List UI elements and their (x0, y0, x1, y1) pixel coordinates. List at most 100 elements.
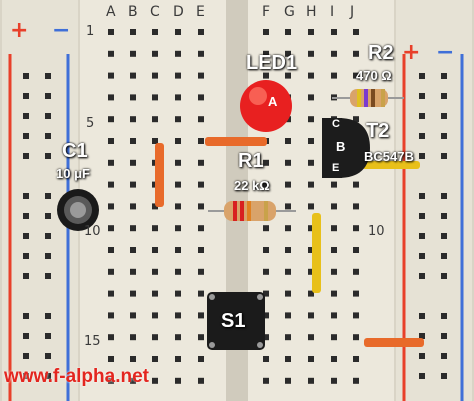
breadboard-hole (263, 225, 269, 232)
breadboard-hole (198, 334, 204, 341)
breadboard-hole (45, 333, 51, 339)
breadboard-hole (263, 268, 269, 275)
breadboard-hole (130, 94, 136, 101)
breadboard-hole (108, 116, 114, 123)
breadboard-hole (308, 94, 314, 101)
transistor-body (338, 118, 370, 178)
breadboard-hole (108, 334, 114, 341)
breadboard-hole (45, 133, 51, 139)
holes (23, 29, 447, 384)
breadboard-hole (285, 334, 291, 341)
column-header-c: C (150, 4, 160, 20)
breadboard-hole (108, 312, 114, 319)
breadboard-hole (353, 203, 359, 210)
breadboard-hole (441, 333, 447, 339)
right-plus-sign: + (402, 40, 421, 65)
breadboard-hole (198, 247, 204, 253)
breadboard-hole (45, 213, 51, 219)
breadboard-hole (198, 181, 204, 188)
t2-part: BC547B (364, 149, 414, 164)
breadboard-hole (331, 225, 337, 232)
breadboard-hole (175, 72, 181, 79)
breadboard-hole (285, 138, 291, 144)
column-header-e: E (196, 4, 205, 20)
yellow-wire-horizontal (362, 161, 420, 169)
t2-label: T2 (366, 120, 390, 142)
breadboard-hole (353, 50, 359, 57)
breadboard-hole (331, 356, 337, 362)
breadboard-hole (308, 334, 314, 341)
breadboard-hole (285, 181, 291, 188)
breadboard-hole (152, 29, 158, 35)
switch-body (207, 292, 265, 350)
breadboard-hole (175, 116, 181, 123)
breadboard-hole (263, 50, 269, 57)
row-number-15: 15 (84, 334, 101, 349)
breadboard-hole (353, 334, 359, 341)
breadboard-hole (308, 247, 314, 253)
breadboard-hole (285, 203, 291, 210)
breadboard-hole (152, 138, 158, 144)
breadboard-hole (331, 29, 337, 35)
breadboard-hole (263, 72, 269, 79)
breadboard-hole (130, 334, 136, 341)
t2-emitter-label: E (332, 162, 340, 174)
breadboard-hole (331, 203, 337, 210)
breadboard-hole (23, 353, 29, 359)
breadboard-hole (285, 247, 291, 253)
breadboard-hole (198, 94, 204, 101)
breadboard-hole (308, 159, 314, 166)
breadboard-hole (353, 29, 359, 35)
breadboard-hole (285, 159, 291, 166)
led-label: LED1 (246, 52, 298, 74)
breadboard-hole (285, 72, 291, 79)
breadboard-hole (130, 225, 136, 232)
column-header-g: G (284, 4, 295, 20)
breadboard-hole (108, 268, 114, 275)
breadboard-hole (441, 253, 447, 259)
breadboard-hole (175, 181, 181, 188)
breadboard-hole (419, 373, 425, 379)
right-power-rail-strip (396, 0, 472, 401)
breadboard-hole (285, 29, 291, 35)
breadboard-hole (130, 247, 136, 253)
breadboard-hole (308, 138, 314, 144)
breadboard-hole (45, 273, 51, 279)
breadboard-hole (198, 203, 204, 210)
breadboard-hole (331, 290, 337, 297)
breadboard-hole (441, 213, 447, 219)
breadboard-hole (130, 290, 136, 297)
breadboard-hole (263, 181, 269, 188)
breadboard-hole (331, 181, 337, 188)
breadboard-hole (308, 116, 314, 123)
breadboard-hole (108, 159, 114, 166)
breadboard-hole (130, 181, 136, 188)
breadboard-hole (108, 72, 114, 79)
breadboard-hole (45, 353, 51, 359)
breadboard-hole (152, 290, 158, 297)
breadboard-hole (353, 116, 359, 123)
breadboard-hole (108, 138, 114, 144)
breadboard-hole (152, 225, 158, 232)
breadboard-hole (130, 159, 136, 166)
breadboard-hole (308, 50, 314, 57)
breadboard-hole (175, 138, 181, 144)
column-header-d: D (173, 4, 184, 20)
breadboard-hole (331, 247, 337, 253)
row-number-10-right: 10 (368, 224, 385, 239)
breadboard-hole (198, 159, 204, 166)
breadboard-hole (441, 273, 447, 279)
breadboard-hole (198, 225, 204, 232)
breadboard-hole (198, 290, 204, 297)
left-plus-sign: + (10, 18, 29, 43)
breadboard-hole (152, 356, 158, 362)
breadboard-hole (108, 203, 114, 210)
breadboard-hole (175, 159, 181, 166)
row-number-5: 5 (86, 116, 95, 131)
column-header-f: F (262, 4, 271, 20)
led-body (240, 80, 292, 132)
breadboard-hole (108, 356, 114, 362)
t2-base-label: B (336, 139, 346, 154)
column-header-a: A (106, 4, 116, 20)
